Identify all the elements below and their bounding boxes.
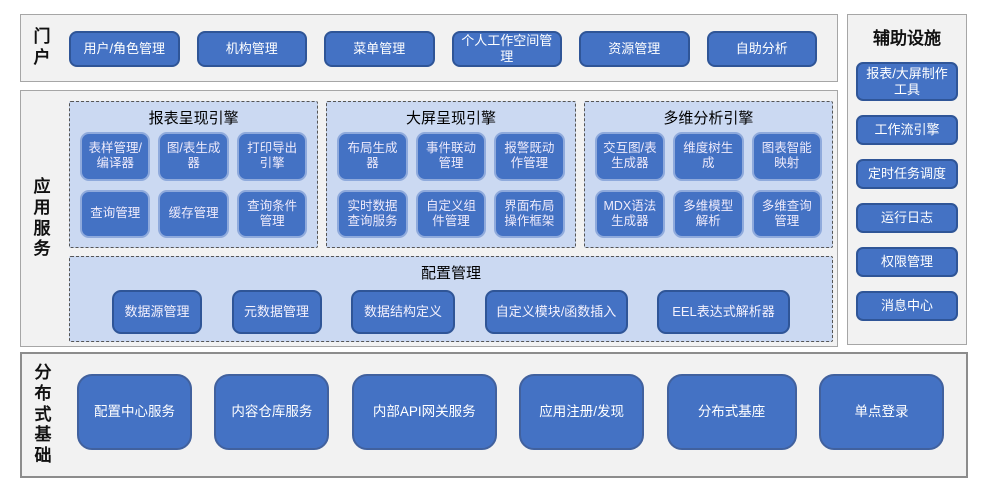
app-services-section-label: 应用服务 — [33, 177, 51, 259]
portal-button-resource-mgmt[interactable]: 资源管理 — [579, 31, 690, 67]
engine-button-interactive-chart-generator[interactable]: 交互图/表生成器 — [594, 132, 666, 181]
portal-button-user-role-mgmt[interactable]: 用户/角色管理 — [69, 31, 180, 67]
foundation-button-app-registry-discovery[interactable]: 应用注册/发现 — [519, 374, 645, 450]
aux-button-message-center[interactable]: 消息中心 — [856, 291, 958, 322]
config-button-data-structure-def[interactable]: 数据结构定义 — [351, 290, 455, 334]
engine-button-chart-smart-mapping[interactable]: 图表智能映射 — [751, 132, 822, 181]
portal-button-self-analysis[interactable]: 自助分析 — [706, 31, 817, 67]
aux-button-workflow-engine[interactable]: 工作流引擎 — [856, 115, 958, 146]
engine-button-multidim-query-mgmt[interactable]: 多维查询管理 — [751, 189, 822, 238]
report-engine-grid: 表样管理/编译器 图/表生成器 打印导出引擎 查询管理 缓存管理 查询条件管理 — [70, 132, 317, 247]
olap-engine-title: 多维分析引擎 — [663, 110, 754, 127]
engine-button-custom-component-mgmt[interactable]: 自定义组件管理 — [415, 189, 487, 238]
engine-button-query-mgmt[interactable]: 查询管理 — [80, 189, 151, 238]
engine-button-event-linkage-mgmt[interactable]: 事件联动管理 — [415, 132, 487, 181]
app-services-section: 应用服务 报表呈现引擎 表样管理/编译器 图/表生成器 打印导出引擎 查询管理 … — [20, 90, 838, 347]
engine-button-alarm-action-mgmt[interactable]: 报警既动作管理 — [494, 132, 565, 181]
engine-button-ui-layout-framework[interactable]: 界面布局操作框架 — [494, 189, 565, 238]
foundation-section: 分布式基础 配置中心服务 内容仓库服务 内部API网关服务 应用注册/发现 分布… — [20, 352, 968, 478]
report-engine-title: 报表呈现引擎 — [148, 110, 239, 127]
engine-button-chart-table-generator[interactable]: 图/表生成器 — [158, 132, 229, 181]
foundation-button-content-repo[interactable]: 内容仓库服务 — [214, 374, 330, 450]
aux-button-report-bigscreen-tool[interactable]: 报表/大屏制作工具 — [856, 62, 958, 102]
config-button-custom-module-function[interactable]: 自定义模块/函数插入 — [484, 290, 628, 334]
engine-button-layout-generator[interactable]: 布局生成器 — [337, 132, 408, 181]
engine-button-cache-mgmt[interactable]: 缓存管理 — [158, 189, 229, 238]
portal-button-org-mgmt[interactable]: 机构管理 — [196, 31, 307, 67]
engine-button-multidim-model-parsing[interactable]: 多维模型解析 — [673, 189, 744, 238]
engine-button-dimension-tree[interactable]: 维度树生成 — [673, 132, 744, 181]
aux-button-permission-mgmt[interactable]: 权限管理 — [856, 247, 958, 278]
portal-section-label: 门户 — [33, 27, 51, 67]
config-mgmt-title: 配置管理 — [420, 265, 481, 282]
olap-engine-grid: 交互图/表生成器 维度树生成 图表智能映射 MDX语法生成器 多维模型解析 多维… — [585, 132, 832, 247]
foundation-button-sso[interactable]: 单点登录 — [818, 374, 944, 450]
olap-engine-panel: 多维分析引擎 交互图/表生成器 维度树生成 图表智能映射 MDX语法生成器 多维… — [583, 101, 833, 248]
config-button-row: 数据源管理 元数据管理 数据结构定义 自定义模块/函数插入 EEL表达式解析器 — [70, 287, 832, 337]
portal-button-row: 用户/角色管理 机构管理 菜单管理 个人工作空间管理 资源管理 自助分析 — [69, 31, 817, 67]
portal-section: 门户 用户/角色管理 机构管理 菜单管理 个人工作空间管理 资源管理 自助分析 — [20, 14, 838, 82]
engine-button-print-export[interactable]: 打印导出引擎 — [236, 132, 308, 181]
config-mgmt-panel: 配置管理 数据源管理 元数据管理 数据结构定义 自定义模块/函数插入 EEL表达… — [69, 256, 833, 342]
foundation-button-internal-api-gateway[interactable]: 内部API网关服务 — [351, 374, 497, 450]
bigscreen-engine-title: 大屏呈现引擎 — [405, 110, 496, 127]
report-engine-panel: 报表呈现引擎 表样管理/编译器 图/表生成器 打印导出引擎 查询管理 缓存管理 … — [69, 101, 319, 248]
foundation-button-config-center[interactable]: 配置中心服务 — [77, 374, 192, 450]
foundation-section-label: 分布式基础 — [34, 363, 52, 466]
aux-button-scheduled-tasks[interactable]: 定时任务调度 — [856, 159, 958, 190]
auxiliary-section: 辅助设施 报表/大屏制作工具 工作流引擎 定时任务调度 运行日志 权限管理 消息… — [847, 14, 967, 345]
auxiliary-button-column: 报表/大屏制作工具 工作流引擎 定时任务调度 运行日志 权限管理 消息中心 — [848, 49, 966, 322]
config-button-eel-expression-parser[interactable]: EEL表达式解析器 — [657, 290, 790, 334]
portal-button-menu-mgmt[interactable]: 菜单管理 — [324, 31, 435, 67]
auxiliary-section-title: 辅助设施 — [873, 29, 941, 48]
bigscreen-engine-panel: 大屏呈现引擎 布局生成器 事件联动管理 报警既动作管理 实时数据查询服务 自定义… — [326, 101, 576, 248]
bigscreen-engine-grid: 布局生成器 事件联动管理 报警既动作管理 实时数据查询服务 自定义组件管理 界面… — [327, 132, 574, 247]
engine-panels-row: 报表呈现引擎 表样管理/编译器 图/表生成器 打印导出引擎 查询管理 缓存管理 … — [69, 101, 833, 248]
engine-button-mdx-syntax-generator[interactable]: MDX语法生成器 — [594, 189, 666, 238]
config-button-datasource-mgmt[interactable]: 数据源管理 — [112, 290, 202, 334]
foundation-button-row: 配置中心服务 内容仓库服务 内部API网关服务 应用注册/发现 分布式基座 单点… — [77, 374, 944, 450]
engine-button-style-mgmt-compiler[interactable]: 表样管理/编译器 — [80, 132, 151, 181]
aux-button-run-logs[interactable]: 运行日志 — [856, 203, 958, 234]
engine-button-query-condition-mgmt[interactable]: 查询条件管理 — [236, 189, 308, 238]
config-button-metadata-mgmt[interactable]: 元数据管理 — [231, 290, 322, 334]
foundation-button-distributed-base[interactable]: 分布式基座 — [666, 374, 797, 450]
portal-button-workspace-mgmt[interactable]: 个人工作空间管理 — [451, 31, 562, 67]
engine-button-realtime-query-service[interactable]: 实时数据查询服务 — [337, 189, 408, 238]
